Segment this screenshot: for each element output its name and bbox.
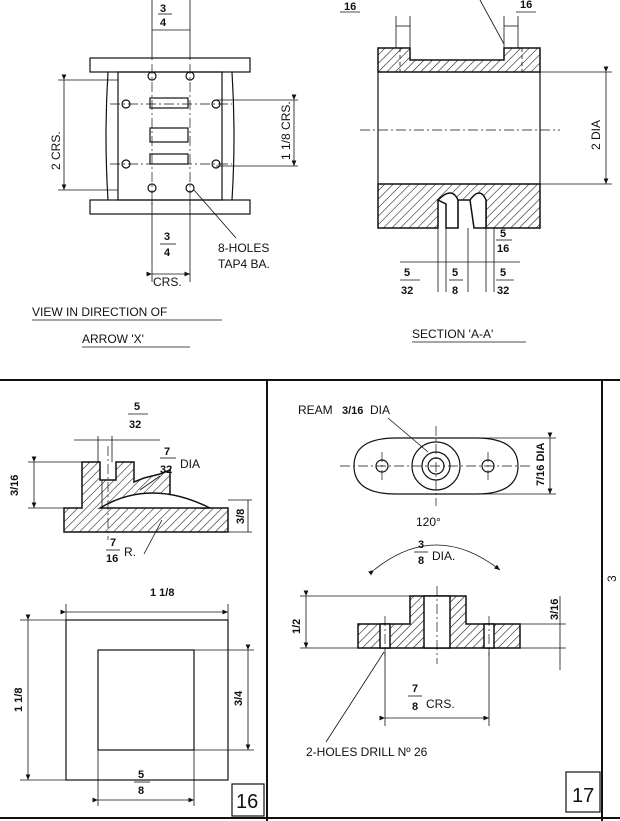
p16-7-32-den: 32 (160, 464, 172, 476)
dim-3-4-num: 3 (164, 231, 170, 243)
p16-r-den: 16 (106, 553, 118, 565)
p16-width: 1 1/8 (150, 587, 174, 599)
edge-mark: 3 (605, 575, 619, 582)
holes-note-1: 8-HOLES (218, 241, 269, 255)
sec-5-8-den: 8 (452, 285, 458, 297)
sec-5-32b-num: 5 (500, 267, 506, 279)
sec-5-8-num: 5 (452, 267, 458, 279)
section-a-a: 16 16 2 DIA 5 (340, 0, 612, 343)
holes-note-2: TAP4 BA. (218, 257, 270, 271)
part-16: 5 32 7 32 DIA 3/16 3/8 7 16 R. 1 1 (9, 401, 265, 817)
p17-height-right: 3/16 (549, 599, 561, 620)
caption-view-x-2: ARROW 'X' (82, 332, 144, 346)
view-arrow-x: 3 4 2 CRS. (32, 0, 298, 348)
p17-height-left: 1/2 (291, 619, 303, 634)
sec-2-dia: 2 DIA (589, 120, 603, 150)
p17-bore-den: 8 (418, 555, 424, 567)
caption-section: SECTION 'A-A' (412, 327, 493, 341)
p17-crs-den: 8 (412, 701, 418, 713)
p17-7-16-dia: 7/16 DIA (535, 443, 547, 486)
p17-bore-suffix: DIA. (432, 549, 455, 563)
p17-ream-frac: 3/16 (342, 405, 363, 417)
sec-5-32-den: 32 (401, 285, 413, 297)
sec-top-left-frac: 16 (344, 1, 356, 13)
p16-inner-h: 3/4 (233, 690, 245, 706)
sec-top-right-frac: 16 (520, 0, 532, 11)
p17-angle: 120° (416, 515, 441, 529)
p17-crs-num: 7 (412, 683, 418, 695)
dim-1-1-8-crs: 1 1/8 CRS. (279, 101, 293, 160)
p17-ream-dia: DIA (370, 403, 390, 417)
crs-label: CRS. (153, 275, 182, 289)
p17-crs-suffix: CRS. (426, 697, 455, 711)
p16-5-32-den: 32 (129, 419, 141, 431)
part-number-16: 16 (236, 791, 258, 813)
p16-r-num: 7 (110, 537, 116, 549)
p17-holes-note: 2-HOLES DRILL Nº 26 (306, 745, 428, 759)
sec-5-32b-den: 32 (497, 285, 509, 297)
p16-5-32-num: 5 (134, 401, 140, 413)
p16-inner-w-num: 5 (138, 769, 144, 781)
caption-view-x-1: VIEW IN DIRECTION OF (32, 305, 167, 319)
top-dim-3-4: 3 (160, 3, 166, 15)
sec-5-32-num: 5 (404, 267, 410, 279)
p16-3-16-left: 3/16 (9, 475, 21, 496)
part-number-17: 17 (572, 785, 594, 807)
tapped-holes (121, 71, 221, 193)
dim-2-crs: 2 CRS. (49, 131, 63, 170)
p16-3-8-right: 3/8 (235, 509, 247, 524)
sheet-frame (0, 379, 620, 821)
p17-bore-num: 3 (418, 539, 424, 551)
part-17: REAM 3/16 DIA 7/16 DIA 120° 3 8 DIA. (291, 403, 619, 813)
p16-height: 1 1/8 (13, 688, 25, 712)
sec-5-16-num: 5 (500, 228, 506, 240)
p16-dia: DIA (180, 457, 200, 471)
p17-ream: REAM (298, 403, 333, 417)
p16-r-suffix: R. (124, 545, 136, 559)
p16-inner-w-den: 8 (138, 785, 144, 797)
svg-text:4: 4 (160, 17, 167, 29)
dim-3-4-den: 4 (164, 247, 171, 259)
p16-7-32-num: 7 (164, 446, 170, 458)
sec-5-16-den: 16 (497, 243, 509, 255)
